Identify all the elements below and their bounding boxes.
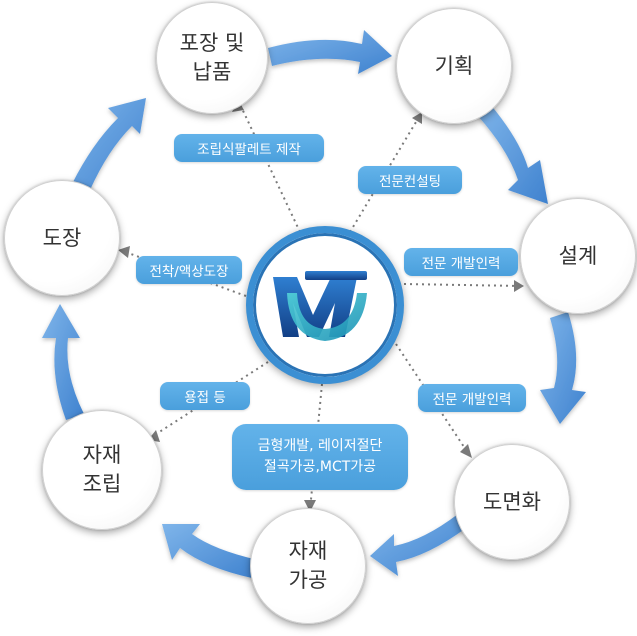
node-drawing: 도면화 <box>454 444 570 560</box>
label-coating-text: 전착/액상도장 <box>149 264 229 280</box>
arrowhead-processing <box>304 500 316 512</box>
cycle-arrow-drawing-to-processing <box>370 514 466 576</box>
label-consulting-text: 전문컨설팅 <box>378 174 442 190</box>
label-consulting: 전문컨설팅 <box>358 166 462 194</box>
node-painting: 도장 <box>4 180 120 296</box>
node-drawing-label: 도면화 <box>483 489 541 514</box>
node-material-assembly: 자재 조립 <box>42 410 162 530</box>
arrowhead-drawing <box>460 444 472 458</box>
label-mold-text: 금형개발, 레이저절단 절곡가공,MCT가공 <box>257 438 383 475</box>
node-material-processing-label: 자재 가공 <box>288 539 328 592</box>
label-pallet-text: 조립식팔레트 제작 <box>197 142 301 158</box>
label-welding: 용접 등 <box>160 382 250 410</box>
connector-to-packaging <box>237 99 301 233</box>
arrowhead-design <box>514 280 524 292</box>
company-logo-icon <box>273 271 367 341</box>
node-design-label: 설계 <box>558 243 598 268</box>
node-material-processing: 자재 가공 <box>250 508 366 624</box>
node-packaging-label: 포장 및 납품 <box>179 31 245 84</box>
node-planning-label: 기획 <box>434 53 474 78</box>
label-pallet: 조립식팔레트 제작 <box>174 134 324 162</box>
arrowhead-planning <box>412 112 422 124</box>
cycle-arrow-planning-to-design <box>478 104 548 204</box>
cycle-arrow-painting-to-packaging <box>72 98 146 190</box>
cycle-arrow-processing-to-assembly <box>162 524 258 578</box>
label-welding-text: 용접 등 <box>184 390 226 406</box>
cycle-arrow-design-to-drawing <box>540 312 586 424</box>
center-logo <box>246 226 404 384</box>
node-material-assembly-label: 자재 조립 <box>82 443 122 496</box>
arrowhead-painting <box>118 246 130 258</box>
cycle-arrow-assembly-to-painting <box>42 304 84 420</box>
label-dev-staff-2: 전문 개발인력 <box>418 384 526 412</box>
label-coating: 전착/액상도장 <box>136 256 242 284</box>
node-planning: 기획 <box>396 8 512 124</box>
label-dev-staff-1-text: 전문 개발인력 <box>421 256 501 272</box>
label-mold: 금형개발, 레이저절단 절곡가공,MCT가공 <box>232 424 408 490</box>
cycle-arrow-packaging-to-planning <box>268 30 392 74</box>
node-design: 설계 <box>520 198 636 314</box>
connector-to-design <box>403 283 523 287</box>
label-dev-staff-2-text: 전문 개발인력 <box>432 392 512 408</box>
node-packaging: 포장 및 납품 <box>156 2 268 114</box>
label-dev-staff-1: 전문 개발인력 <box>404 248 518 276</box>
node-painting-label: 도장 <box>42 225 82 250</box>
